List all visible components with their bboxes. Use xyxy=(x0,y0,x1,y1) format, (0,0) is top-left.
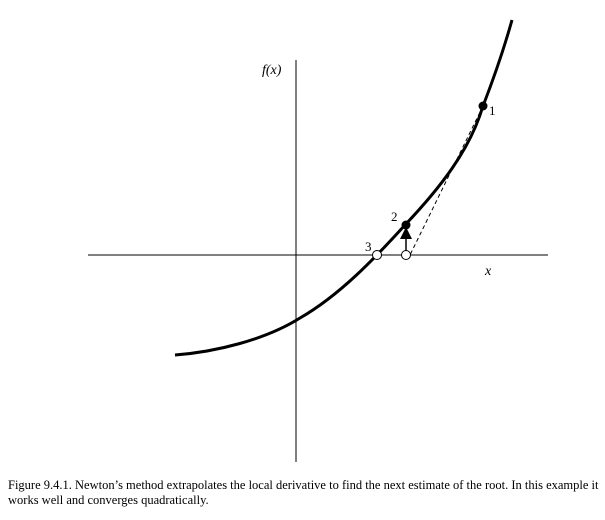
caption-text: Newton’s method extrapolates the local d… xyxy=(8,478,599,507)
point-2-label: 2 xyxy=(391,209,398,224)
function-curve xyxy=(174,19,514,357)
point-1-label: 1 xyxy=(489,103,496,118)
tangent-line-1 xyxy=(409,105,484,256)
point-3-label: 3 xyxy=(365,239,372,254)
axis-intercept-marker xyxy=(401,250,411,260)
point-2-marker xyxy=(401,220,411,230)
x-axis-label: x xyxy=(484,264,492,279)
newton-method-diagram: 1 2 3 f(x) x xyxy=(88,19,548,462)
y-axis-label: f(x) xyxy=(262,63,282,78)
figure-caption: Figure 9.4.1. Newton’s method extrapolat… xyxy=(8,478,600,508)
point-1-marker xyxy=(478,101,488,111)
point-3-marker xyxy=(372,250,382,260)
caption-lead: Figure 9.4.1. xyxy=(8,478,72,492)
